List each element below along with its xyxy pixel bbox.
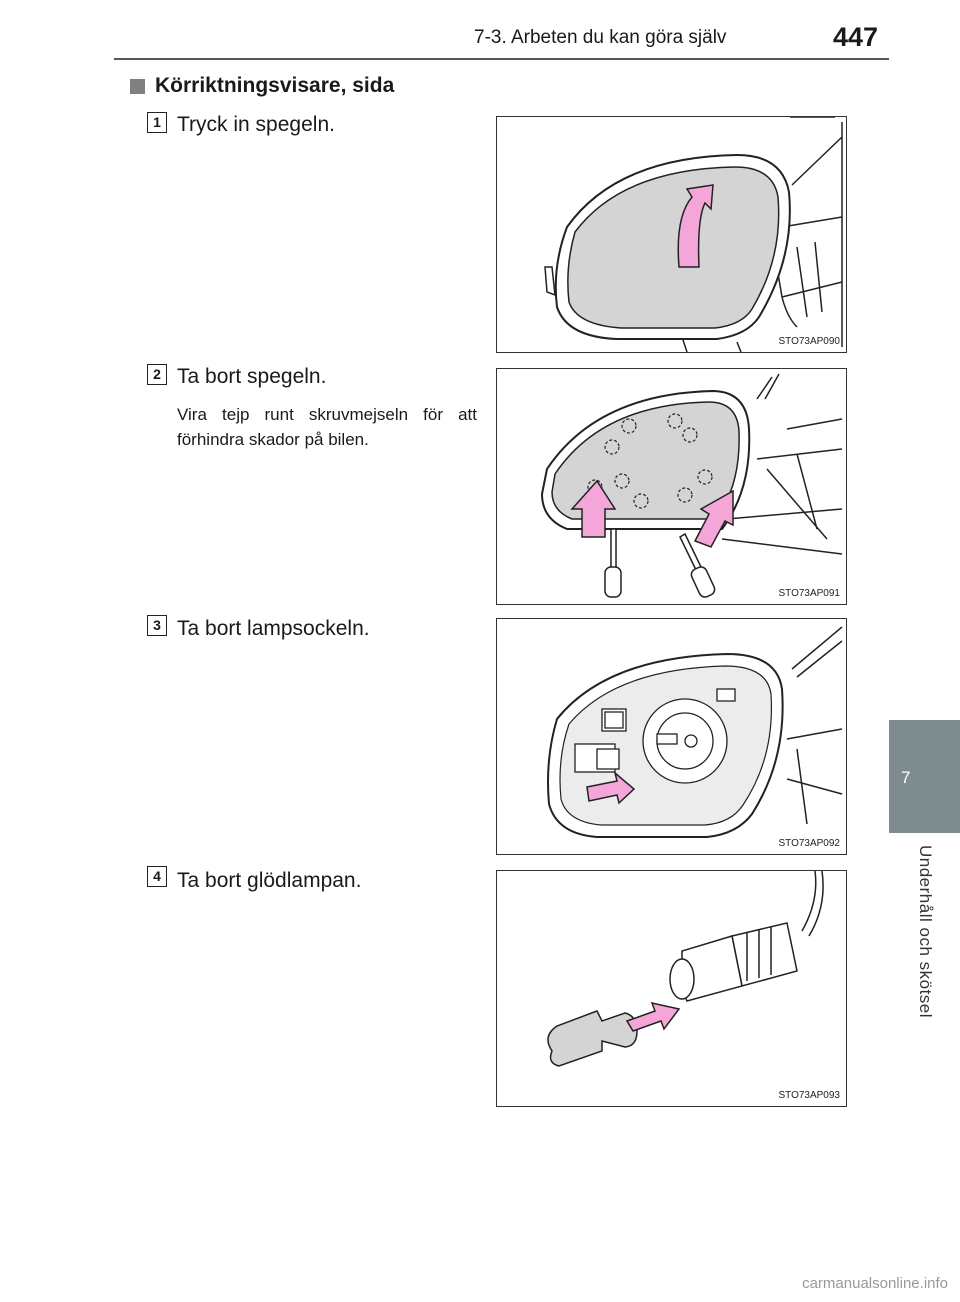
chapter-number: 7	[901, 768, 911, 787]
figure-code-4: STO73AP093	[778, 1090, 840, 1101]
section-title-text: Körriktningsvisare, sida	[155, 74, 395, 97]
mirror-removal-illustration	[540, 373, 843, 598]
step-number-4: 4	[147, 866, 167, 887]
chapter-label: Underhåll och skötsel	[916, 845, 935, 1019]
step-text-4: Ta bort glödlampan.	[177, 869, 362, 892]
figure-push-mirror: STO73AP090	[496, 116, 847, 353]
section-header: 7-3. Arbeten du kan göra själv	[474, 27, 727, 48]
step-text-1: Tryck in spegeln.	[177, 113, 335, 136]
section-title: Körriktningsvisare, sida	[130, 74, 394, 98]
step-number-3: 3	[147, 615, 167, 636]
step-text-2: Ta bort spegeln.	[177, 365, 327, 388]
socket-removal-illustration	[547, 626, 843, 838]
figure-code-1: STO73AP090	[778, 336, 840, 347]
figure-remove-mirror: STO73AP091	[496, 368, 847, 605]
watermark: carmanualsonline.info	[802, 1275, 948, 1292]
step-text-3: Ta bort lampsockeln.	[177, 617, 370, 640]
step-number-2: 2	[147, 364, 167, 385]
figure-code-2: STO73AP091	[778, 588, 840, 599]
page-number: 447	[833, 22, 879, 52]
step-number-1: 1	[147, 112, 167, 133]
bulb-removal-illustration	[547, 871, 824, 1067]
square-bullet-icon	[130, 78, 145, 94]
chapter-tab	[889, 720, 960, 833]
figure-remove-bulb: STO73AP093	[496, 870, 847, 1107]
mirror-push-illustration	[544, 117, 843, 352]
figure-code-3: STO73AP092	[778, 838, 840, 849]
step-note-2: Vira tejp runt skruvmejseln för att förh…	[177, 405, 477, 449]
header-divider	[114, 58, 889, 60]
figure-remove-bulb-socket: STO73AP092	[496, 618, 847, 855]
